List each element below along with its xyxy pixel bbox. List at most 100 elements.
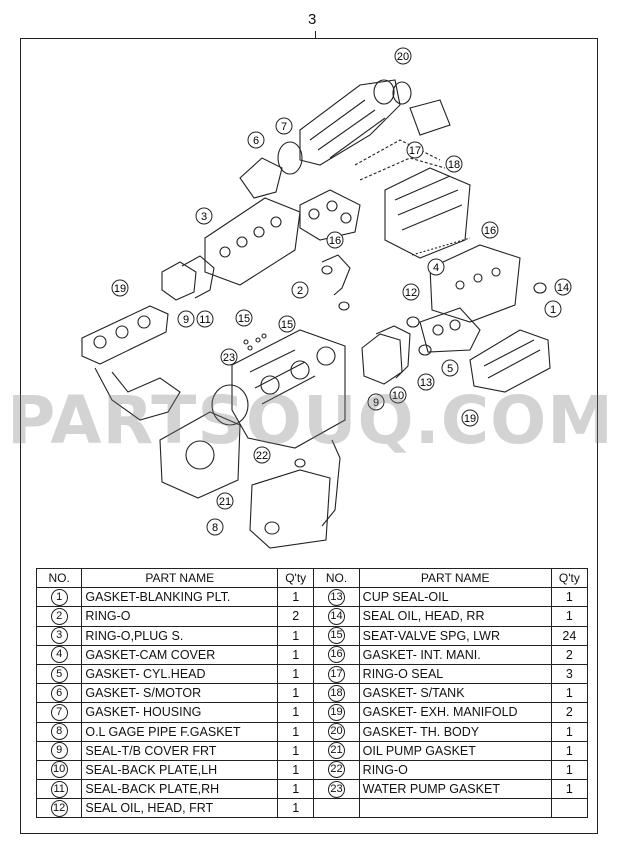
part-number-cell: 16 bbox=[313, 644, 360, 665]
intake-plenum-shape bbox=[299, 79, 401, 166]
part-qty-cell: 1 bbox=[550, 759, 589, 781]
callout-label: 15 bbox=[238, 313, 250, 325]
part-name-cell: O.L GAGE PIPE F.GASKET bbox=[81, 721, 279, 742]
callout-13: 13 bbox=[417, 373, 435, 391]
part-qty-cell: 1 bbox=[277, 625, 315, 646]
part-qty-cell: 1 bbox=[277, 798, 315, 819]
callout-12: 12 bbox=[402, 283, 420, 301]
part-number-cell: 10 bbox=[35, 759, 83, 781]
callout-label: 8 bbox=[212, 522, 218, 534]
callout-22: 22 bbox=[253, 446, 271, 464]
part-number-cell: 3 bbox=[35, 625, 83, 646]
part-qty-cell: 1 bbox=[277, 740, 315, 761]
part-number-badge: 14 bbox=[327, 607, 345, 625]
callout-17: 17 bbox=[406, 141, 424, 159]
part-name-cell: RING-O,PLUG S. bbox=[81, 625, 279, 646]
callout-label: 14 bbox=[557, 282, 569, 294]
callout-7: 7 bbox=[275, 117, 293, 135]
part-number-cell: 8 bbox=[35, 721, 83, 742]
oil-pan-shape bbox=[249, 469, 331, 549]
part-qty-cell: 1 bbox=[550, 587, 589, 608]
diagram-frame bbox=[20, 38, 598, 834]
part-number-badge: 17 bbox=[327, 665, 345, 683]
callout-label: 23 bbox=[223, 352, 235, 364]
part-qty-cell: 1 bbox=[550, 740, 589, 761]
part-name-cell: SEAL OIL, HEAD, FRT bbox=[81, 798, 279, 819]
part-name-cell: SEAL OIL, HEAD, RR bbox=[358, 606, 552, 627]
callout-label: 3 bbox=[201, 211, 207, 223]
part-qty-cell: 2 bbox=[550, 702, 589, 723]
part-number-cell: 1 bbox=[35, 587, 83, 608]
part-number-cell: 23 bbox=[313, 779, 360, 800]
callout-8: 8 bbox=[206, 518, 224, 536]
callout-11: 11 bbox=[196, 310, 214, 328]
callout-label: 21 bbox=[219, 496, 231, 508]
callout-21: 21 bbox=[216, 492, 234, 510]
callout-1: 1 bbox=[544, 300, 562, 318]
part-number-badge: 12 bbox=[50, 799, 68, 817]
starter-motor-gasket-shape bbox=[239, 157, 283, 199]
callout-19: 19 bbox=[461, 409, 479, 427]
part-name-cell: RING-O SEAL bbox=[358, 663, 552, 685]
callout-label: 17 bbox=[409, 145, 421, 157]
part-number-badge: 7 bbox=[50, 703, 68, 721]
callout-label: 10 bbox=[392, 390, 404, 402]
header-qty-right: Q'ty bbox=[550, 567, 589, 589]
part-name-cell: GASKET-BLANKING PLT. bbox=[81, 587, 279, 608]
part-number-badge: 18 bbox=[327, 684, 345, 702]
callout-18: 18 bbox=[445, 155, 463, 173]
part-number-badge: 4 bbox=[50, 646, 68, 664]
part-qty-cell: 1 bbox=[550, 779, 589, 800]
callout-3: 3 bbox=[195, 207, 213, 225]
callout-10: 10 bbox=[389, 386, 407, 404]
callout-20: 20 bbox=[394, 47, 412, 65]
callout-16: 16 bbox=[326, 231, 344, 249]
part-qty-cell: 2 bbox=[550, 644, 589, 665]
part-name-cell: OIL PUMP GASKET bbox=[358, 740, 552, 761]
part-number-badge: 11 bbox=[50, 780, 68, 798]
callout-19: 19 bbox=[111, 279, 129, 297]
assembly-number-leader bbox=[315, 31, 316, 39]
callout-label: 13 bbox=[420, 377, 432, 389]
part-name-cell: SEAL-BACK PLATE,RH bbox=[81, 779, 279, 800]
part-qty-cell: 1 bbox=[277, 779, 315, 800]
part-number-cell: 5 bbox=[35, 663, 83, 685]
header-no-right: NO. bbox=[313, 567, 360, 589]
part-number-badge: 2 bbox=[50, 607, 68, 625]
callout-label: 5 bbox=[447, 363, 453, 375]
callout-label: 22 bbox=[256, 450, 268, 462]
part-name-cell: GASKET- EXH. MANIFOLD bbox=[358, 702, 552, 723]
header-name-right: PART NAME bbox=[358, 567, 552, 589]
callout-label: 9 bbox=[183, 314, 189, 326]
part-number-cell: 17 bbox=[313, 663, 360, 685]
part-name-cell: GASKET- HOUSING bbox=[81, 702, 279, 723]
housing-gasket-shape bbox=[277, 141, 303, 175]
callout-9: 9 bbox=[367, 393, 385, 411]
part-number-cell bbox=[313, 798, 360, 819]
part-name-cell: GASKET- INT. MANI. bbox=[358, 644, 552, 665]
callout-label: 16 bbox=[329, 235, 341, 247]
part-number-cell: 12 bbox=[35, 798, 83, 819]
callout-6: 6 bbox=[247, 131, 265, 149]
part-number-badge: 21 bbox=[327, 742, 345, 760]
part-number-cell: 13 bbox=[313, 587, 360, 608]
watermark: PARTSOUQ.COM bbox=[7, 382, 614, 459]
part-number-cell: 14 bbox=[313, 606, 360, 627]
part-number-cell: 22 bbox=[313, 759, 360, 781]
cam-cover-shape bbox=[429, 244, 521, 323]
part-number-cell: 2 bbox=[35, 606, 83, 627]
part-number-badge: 3 bbox=[50, 627, 68, 645]
part-qty-cell bbox=[550, 798, 589, 819]
exhaust-manifold-gasket-shape bbox=[81, 305, 169, 365]
callout-14: 14 bbox=[554, 278, 572, 296]
part-qty-cell: 2 bbox=[277, 606, 315, 627]
